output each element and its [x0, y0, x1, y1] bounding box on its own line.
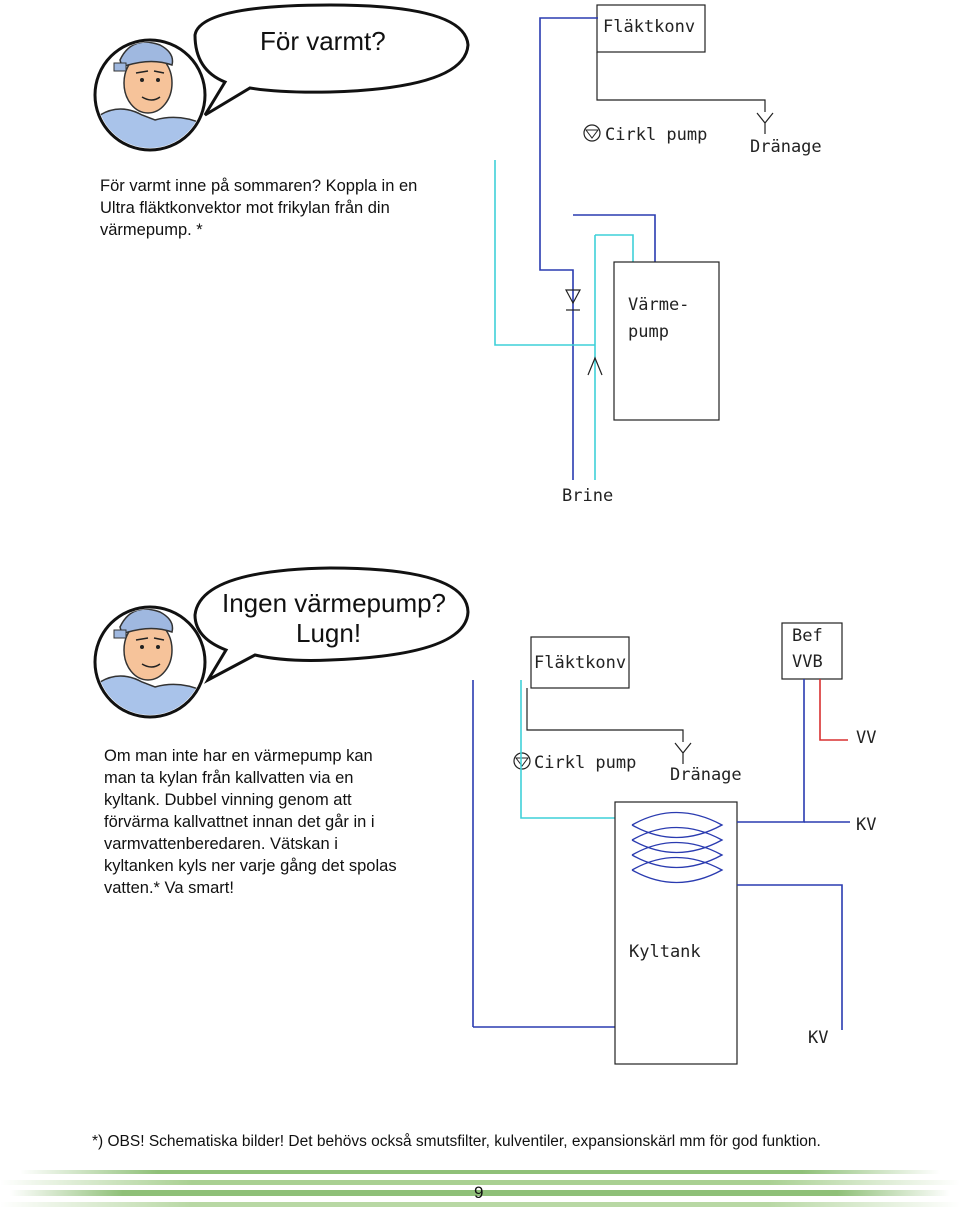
- drain-symbol-1: [756, 112, 774, 134]
- speech-bubble-1: [193, 3, 470, 117]
- footer-stripes: [0, 1166, 960, 1216]
- label-vvb: VVB: [792, 652, 823, 672]
- label-pump-1: Cirkl pump: [605, 125, 708, 145]
- label-fan-1: Fläktkonv: [603, 17, 696, 37]
- drain-symbol-2: [674, 742, 692, 764]
- panel2-paragraph: Om man inte har en värmepump kan man ta …: [104, 747, 397, 897]
- panel1-paragraph: För varmt inne på sommaren? Koppla in en…: [100, 177, 418, 239]
- label-bef: Bef: [792, 626, 823, 646]
- label-heatpump-1: Värme-: [628, 295, 690, 315]
- label-pump-2: Cirkl pump: [534, 753, 637, 773]
- label-drain-1: Dränage: [750, 137, 822, 157]
- label-kv: KV: [856, 815, 877, 835]
- label-brine: Brine: [562, 486, 614, 506]
- kyltank-box: [614, 801, 738, 1065]
- label-heatpump-2: pump: [628, 322, 669, 342]
- pump-symbol-1: [583, 124, 601, 142]
- label-drain-2: Dränage: [670, 765, 742, 785]
- footer-note: *) OBS! Schematiska bilder! Det behövs o…: [92, 1133, 821, 1150]
- speech-bubble-text-2b: Lugn!: [296, 618, 362, 648]
- speech-bubble-text-1: För varmt?: [260, 26, 386, 56]
- label-kv-bottom: KV: [808, 1028, 829, 1048]
- speech-bubble-text-2a: Ingen värmepump?: [222, 588, 447, 618]
- label-fan-2: Fläktkonv: [534, 653, 627, 673]
- label-vv: VV: [856, 728, 877, 748]
- pump-symbol-2: [513, 752, 531, 770]
- check-valve-symbol-1: [564, 289, 582, 311]
- page-number: 9: [474, 1183, 484, 1202]
- coil-symbol: [631, 811, 724, 884]
- label-kyltank: Kyltank: [629, 942, 701, 962]
